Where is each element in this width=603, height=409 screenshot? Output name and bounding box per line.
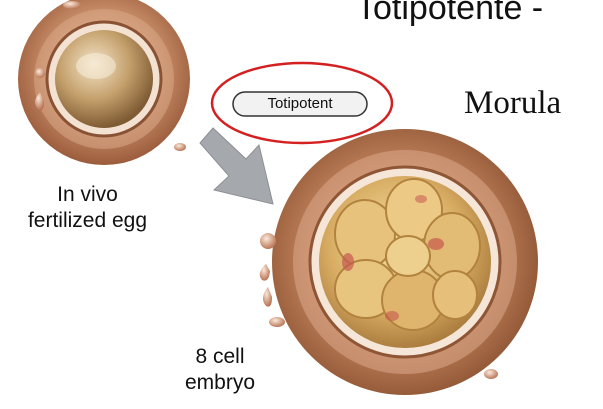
eight-cell-embryo — [260, 129, 538, 395]
embryo-label-line1: 8 cell — [160, 344, 280, 369]
fertilized-egg — [18, 0, 190, 165]
stage-label: Morula — [464, 84, 561, 122]
totipotent-badge-label: Totipotent — [233, 92, 367, 116]
egg-label-line2: fertilized egg — [0, 208, 175, 233]
page-title: Totipotente - — [356, 0, 543, 28]
embryo-label-line2: embryo — [160, 370, 280, 395]
egg-label-line1: In vivo — [0, 182, 175, 207]
